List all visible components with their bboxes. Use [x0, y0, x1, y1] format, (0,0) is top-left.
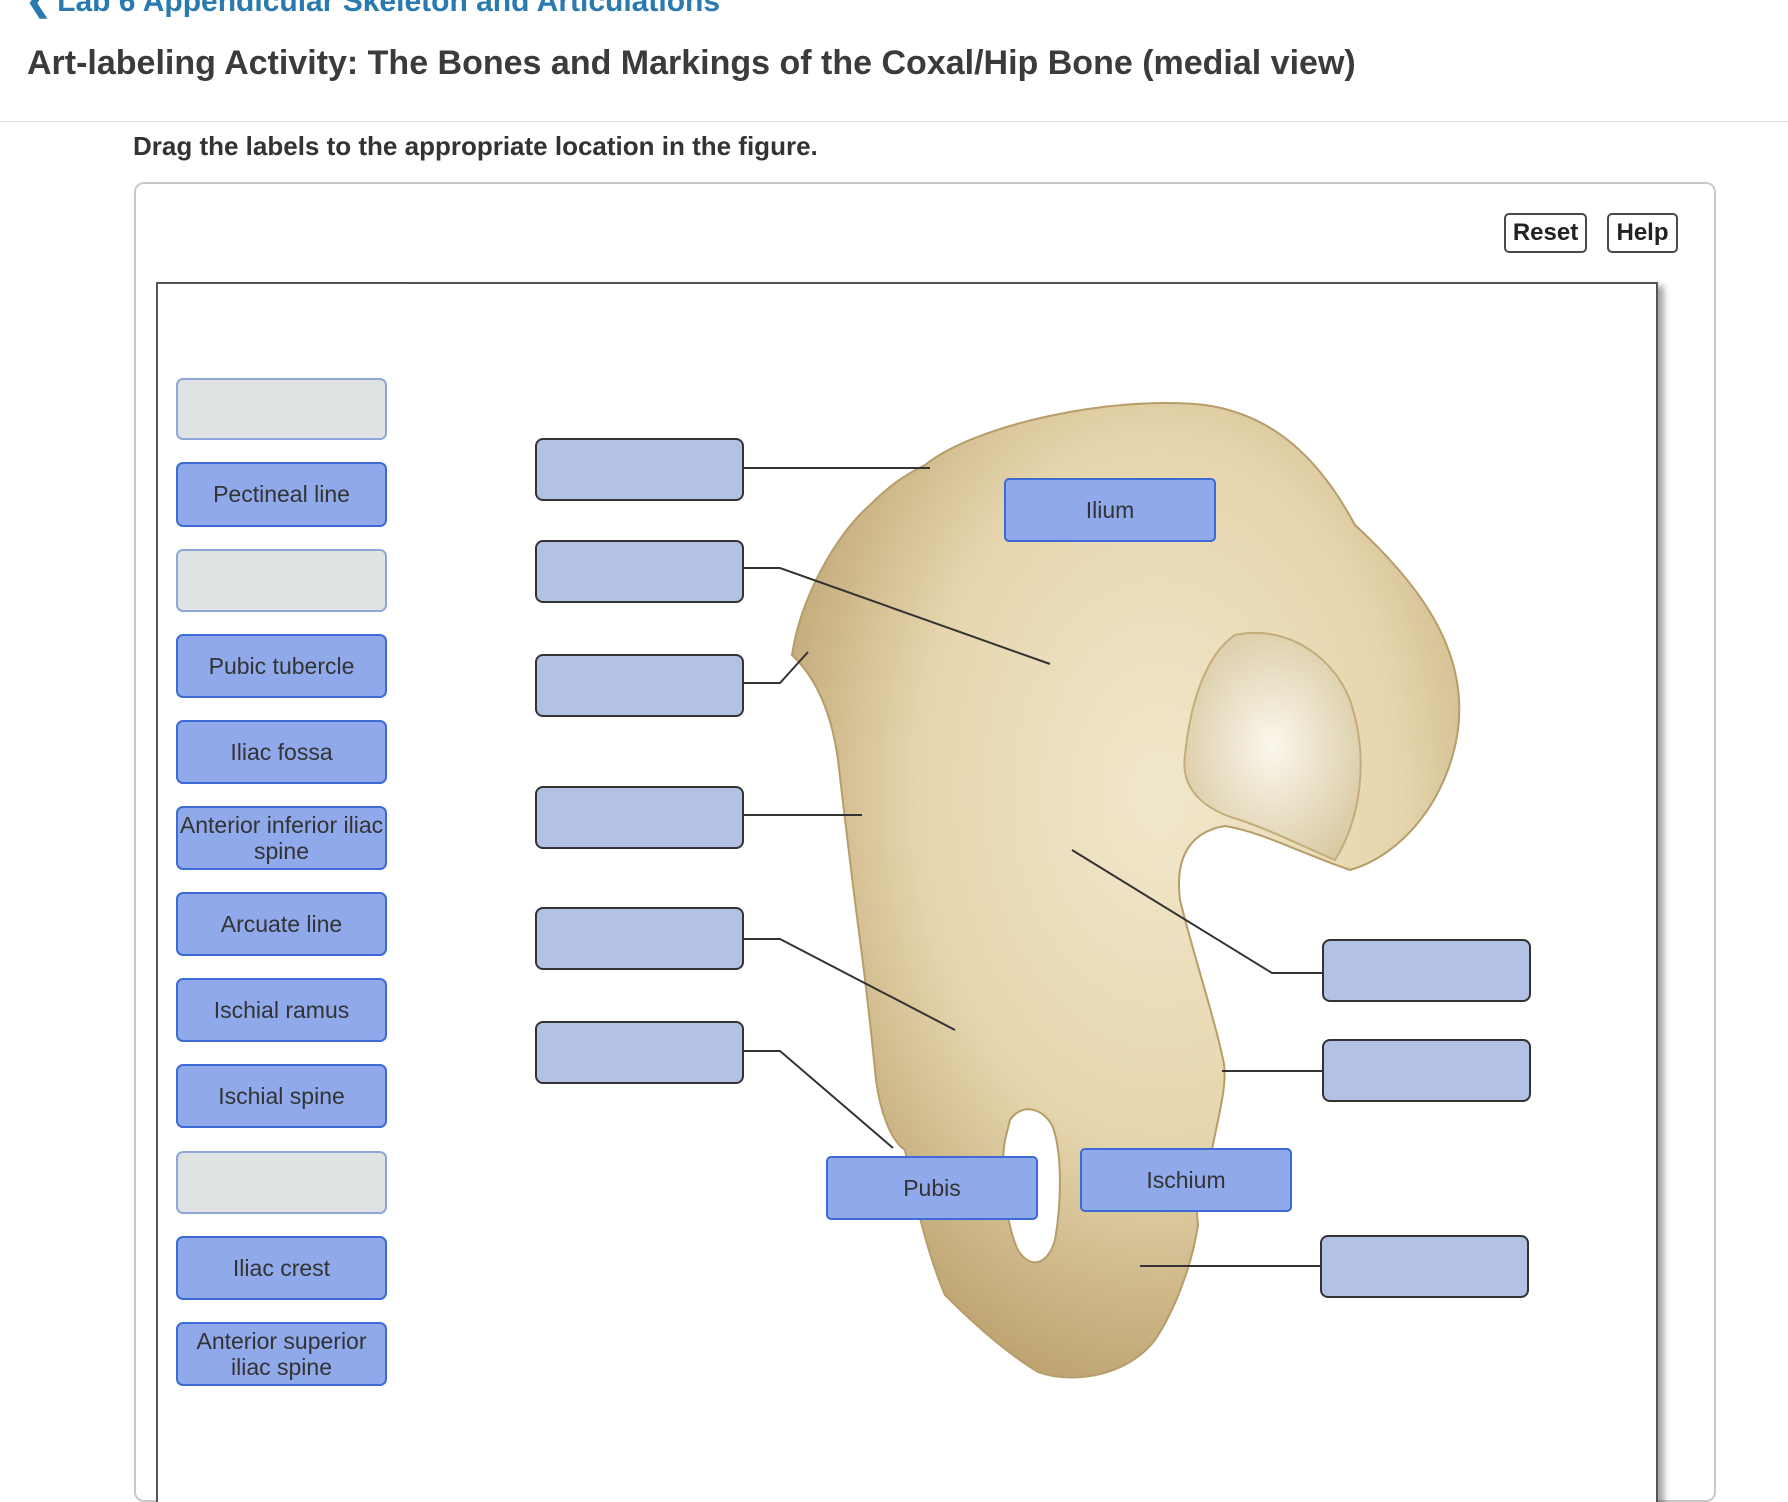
label-arcuate-line[interactable]: Arcuate line	[176, 892, 387, 956]
help-button[interactable]: Help	[1607, 213, 1678, 253]
label-ischial-ramus[interactable]: Ischial ramus	[176, 978, 387, 1042]
drop-target[interactable]	[535, 786, 744, 849]
drop-target[interactable]	[535, 540, 744, 603]
label-iliac-fossa[interactable]: Iliac fossa	[176, 720, 387, 784]
reset-button[interactable]: Reset	[1504, 213, 1587, 253]
drop-target[interactable]	[535, 1021, 744, 1084]
label-pectineal-line[interactable]: Pectineal line	[176, 462, 387, 527]
placed-label-ilium[interactable]: Ilium	[1004, 478, 1216, 542]
header-divider	[0, 121, 1788, 122]
label-pubic-tubercle[interactable]: Pubic tubercle	[176, 634, 387, 698]
drop-target[interactable]	[1322, 939, 1531, 1002]
drop-target[interactable]	[1322, 1039, 1531, 1102]
label-bank-slot[interactable]	[176, 1151, 387, 1214]
placed-label-pubis[interactable]: Pubis	[826, 1156, 1038, 1220]
page-title: Art-labeling Activity: The Bones and Mar…	[27, 44, 1356, 82]
drop-target[interactable]	[1320, 1235, 1529, 1298]
label-iliac-crest[interactable]: Iliac crest	[176, 1236, 387, 1300]
instructions-text: Drag the labels to the appropriate locat…	[133, 131, 818, 161]
label-anterior-inferior-iliac-spine[interactable]: Anterior inferior iliac spine	[176, 806, 387, 870]
label-anterior-superior-iliac-spine[interactable]: Anterior superior iliac spine	[176, 1322, 387, 1386]
breadcrumb-link[interactable]: Lab 6 Appendicular Skeleton and Articula…	[57, 0, 721, 18]
drop-target[interactable]	[535, 438, 744, 501]
placed-label-ischium[interactable]: Ischium	[1080, 1148, 1292, 1212]
label-bank-slot[interactable]	[176, 549, 387, 612]
drop-target[interactable]	[535, 907, 744, 970]
drop-target[interactable]	[535, 654, 744, 717]
label-bank-slot[interactable]	[176, 378, 387, 440]
label-ischial-spine[interactable]: Ischial spine	[176, 1064, 387, 1128]
chevron-left-icon: ❮	[26, 0, 52, 18]
breadcrumb[interactable]: ❮ Lab 6 Appendicular Skeleton and Articul…	[26, 0, 720, 18]
